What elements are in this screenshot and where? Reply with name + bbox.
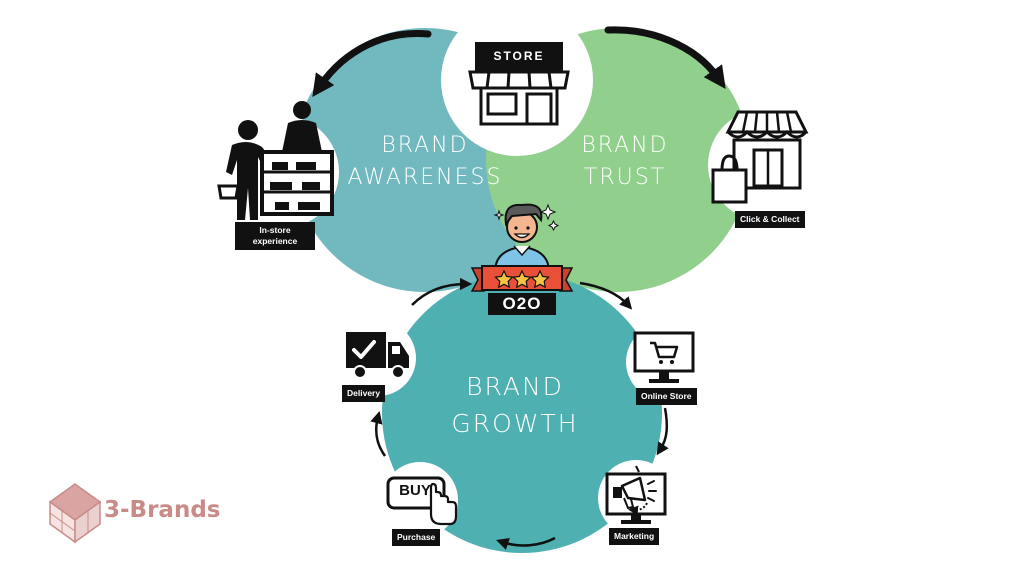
arrow-marketing-to-purchase bbox=[496, 536, 556, 550]
arrow-store-to-clickcollect bbox=[604, 26, 726, 90]
shop-counter-icon bbox=[217, 101, 334, 220]
buy-button-text: BUY bbox=[399, 482, 431, 499]
arrow-online-to-marketing bbox=[656, 407, 669, 456]
store-sign-text: STORE bbox=[493, 49, 545, 63]
star-rating-icon bbox=[494, 269, 550, 289]
brand-growth-line2: GROWTH bbox=[451, 409, 579, 438]
megaphone-monitor-icon bbox=[605, 465, 667, 524]
storefront-bag-icon bbox=[711, 110, 809, 204]
star-icon bbox=[530, 269, 550, 289]
delivery-truck-icon bbox=[346, 332, 409, 379]
star-icon bbox=[494, 269, 514, 289]
instore-label-line1: In-store bbox=[259, 225, 291, 235]
marketing-label: Marketing bbox=[609, 528, 660, 545]
brand-trust-label: BRAND TRUST bbox=[555, 130, 695, 194]
buy-button-icon bbox=[386, 476, 458, 526]
arrow-o2o-to-online bbox=[579, 281, 633, 310]
instore-label: In-store experience bbox=[235, 222, 315, 250]
star-icon bbox=[512, 269, 532, 289]
brand-growth-line1: BRAND bbox=[466, 372, 564, 401]
monitor-cart-icon bbox=[633, 331, 695, 383]
arrow-purchase-to-delivery bbox=[370, 410, 387, 457]
o2o-badge: O2O bbox=[488, 293, 556, 315]
instore-label-line2: experience bbox=[252, 236, 298, 246]
logo-text: 3-Brands bbox=[104, 497, 221, 523]
purchase-label: Purchase bbox=[392, 529, 441, 546]
arrow-delivery-to-o2o bbox=[411, 277, 473, 306]
store-icon bbox=[468, 42, 570, 126]
arrow-store-to-instore bbox=[312, 29, 432, 98]
cube-icon bbox=[48, 483, 102, 544]
click-collect-label: Click & Collect bbox=[735, 211, 805, 228]
brand-awareness-line1: BRAND bbox=[381, 133, 469, 158]
online-store-label: Online Store bbox=[636, 388, 697, 405]
brand-awareness-label: BRAND AWARENESS bbox=[345, 130, 505, 194]
brand-trust-line1: BRAND bbox=[581, 133, 669, 158]
brand-trust-line2: TRUST bbox=[583, 165, 667, 190]
delivery-label: Delivery bbox=[342, 385, 386, 402]
brand-awareness-line2: AWARENESS bbox=[347, 165, 503, 190]
brand-growth-label: BRAND GROWTH bbox=[435, 368, 595, 442]
